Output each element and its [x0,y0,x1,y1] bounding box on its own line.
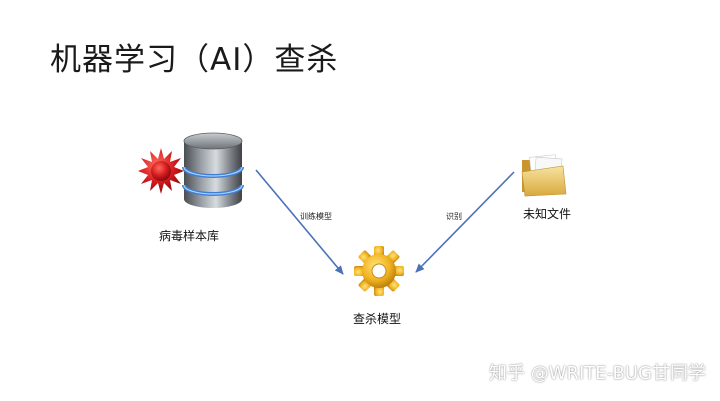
sample-db-label: 病毒样本库 [159,229,220,243]
folder-icon [521,154,567,197]
identify-arrow [415,171,515,273]
slide-title: 机器学习（AI）查杀 [50,42,339,78]
gear-icon [354,246,404,296]
train-arrow [255,169,344,275]
watermark: 知乎 @WRITE-BUG甘同学 [488,363,706,384]
train-edge-label: 训练模型 [300,212,332,221]
unknown-file-label: 未知文件 [523,207,572,221]
identify-edge-label: 识别 [446,212,462,221]
virus-icon [138,148,184,194]
database-icon [182,132,244,208]
kill-model-label: 查杀模型 [353,312,402,326]
